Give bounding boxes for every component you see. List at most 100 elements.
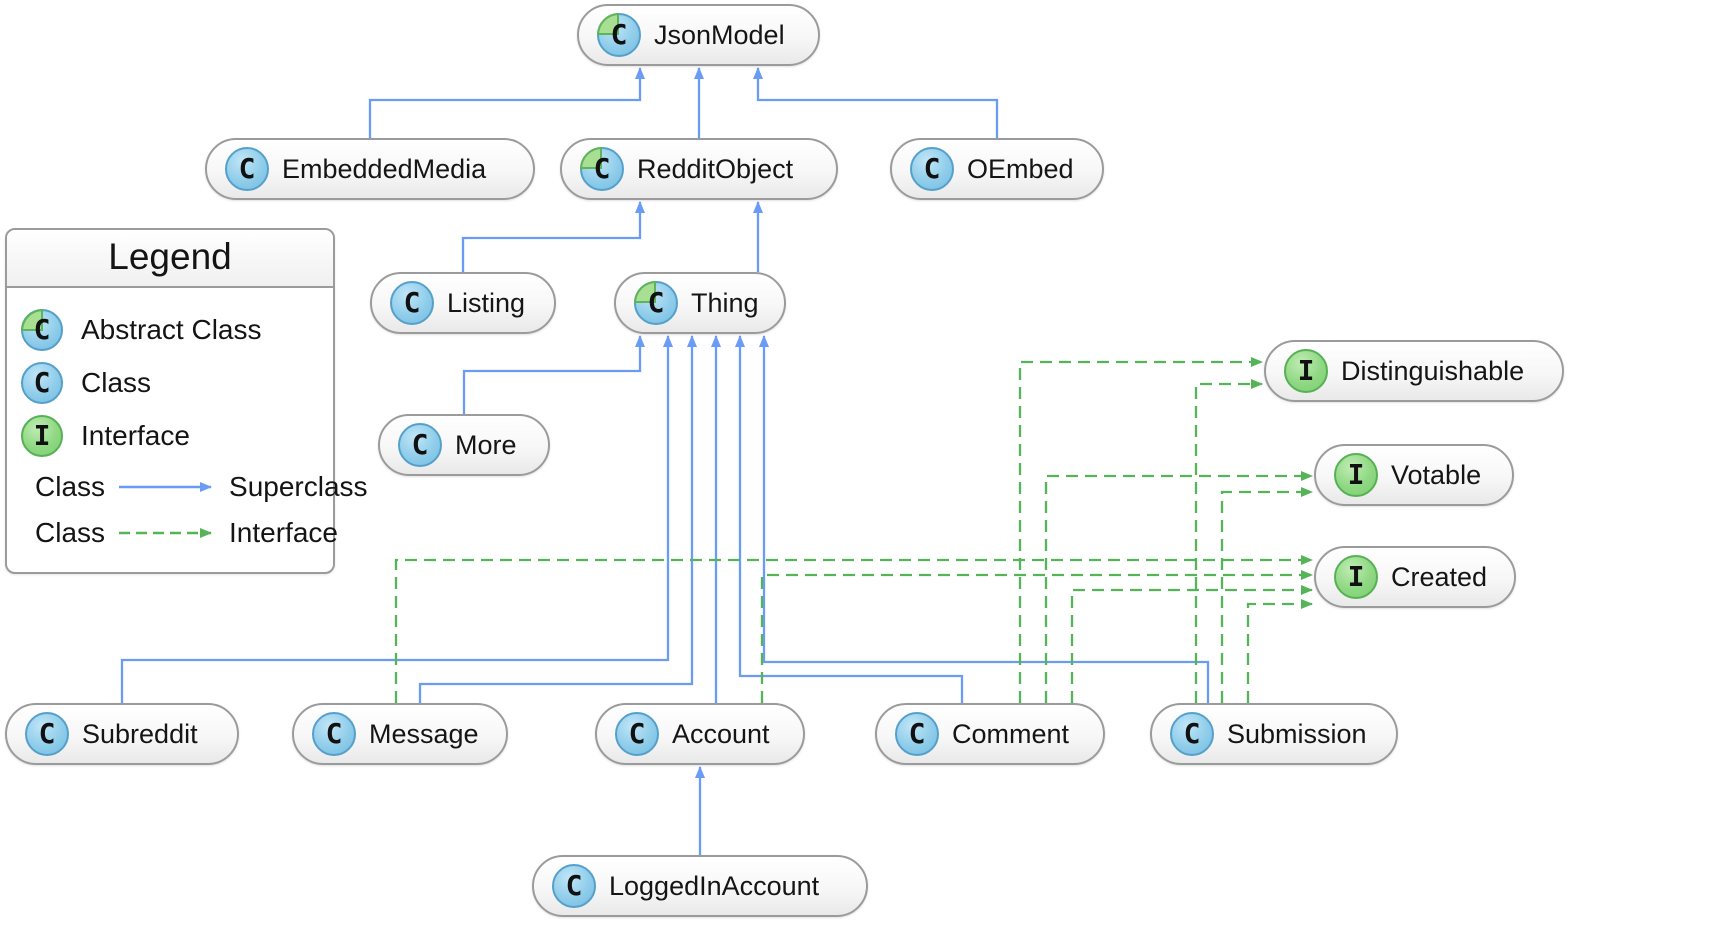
node-label: OEmbed bbox=[967, 153, 1074, 184]
abstract-class-icon-letter: C bbox=[33, 313, 51, 346]
class-node-subreddit: C Subreddit bbox=[5, 703, 239, 765]
interface-node-distinguishable: I Distinguishable bbox=[1264, 340, 1564, 402]
edge-oembed-to-jsonmodel bbox=[753, 67, 999, 138]
class-node-account: C Account bbox=[595, 703, 805, 765]
interface-arrow-icon bbox=[119, 528, 213, 538]
abstract-class-icon: C bbox=[21, 309, 63, 351]
interface-icon-letter: I bbox=[33, 419, 51, 452]
node-label: More bbox=[455, 429, 517, 460]
interface-icon-letter: I bbox=[1347, 458, 1365, 491]
class-icon: C bbox=[615, 712, 659, 756]
superclass-arrow-icon bbox=[119, 482, 213, 492]
class-icon: C bbox=[398, 423, 442, 467]
node-label: Listing bbox=[447, 287, 526, 318]
class-node-more: C More bbox=[378, 414, 550, 476]
legend-item-label: Interface bbox=[81, 420, 190, 451]
legend-relation-superclass: Class Superclass bbox=[21, 471, 368, 503]
class-icon-letter: C bbox=[403, 286, 421, 319]
node-label: Submission bbox=[1227, 718, 1367, 749]
edge-comment-to-votable bbox=[1044, 471, 1313, 703]
class-icon: C bbox=[25, 712, 69, 756]
node-label: RedditObject bbox=[637, 153, 794, 184]
abstract-icon-letter: C bbox=[593, 152, 611, 185]
node-label: Thing bbox=[691, 287, 759, 318]
legend-relation-interface: Class Interface bbox=[21, 517, 338, 549]
legend-item-label: Abstract Class bbox=[81, 314, 262, 345]
class-node-redditobject: C RedditObject bbox=[560, 138, 838, 200]
class-node-message: C Message bbox=[292, 703, 508, 765]
abstract-icon-letter: C bbox=[610, 18, 628, 51]
legend-relation-from: Class bbox=[35, 471, 106, 502]
legend-item-interface: I Interface bbox=[21, 415, 319, 457]
class-icon-letter: C bbox=[33, 366, 51, 399]
edge-message-to-thing bbox=[418, 335, 697, 703]
class-icon-letter: C bbox=[923, 152, 941, 185]
abstract-icon: C bbox=[597, 13, 641, 57]
class-icon: C bbox=[552, 864, 596, 908]
node-label: Votable bbox=[1391, 459, 1482, 490]
class-icon-letter: C bbox=[411, 428, 429, 461]
class-icon: C bbox=[1170, 712, 1214, 756]
edge-message-to-created bbox=[394, 555, 1313, 703]
node-label: Comment bbox=[952, 718, 1070, 749]
class-node-comment: C Comment bbox=[875, 703, 1105, 765]
class-icon-letter: C bbox=[238, 152, 256, 185]
legend: Legend C Abstract Class C Class I Interf… bbox=[5, 228, 368, 574]
legend-title: Legend bbox=[7, 230, 333, 288]
edge-comment-to-created bbox=[1070, 585, 1313, 703]
legend-relation-to: Interface bbox=[229, 517, 338, 548]
class-icon-letter: C bbox=[325, 717, 343, 750]
interface-icon-letter: I bbox=[1347, 560, 1365, 593]
legend-relation-to: Superclass bbox=[229, 471, 368, 502]
interface-icon: I bbox=[1334, 453, 1378, 497]
class-node-thing: C Thing bbox=[614, 272, 786, 334]
class-node-oembed: C OEmbed bbox=[890, 138, 1104, 200]
class-icon: C bbox=[390, 281, 434, 325]
legend-items: C Abstract Class C Class I Interface Cla… bbox=[7, 288, 368, 549]
edge-submission-to-thing bbox=[759, 335, 1210, 703]
legend-item-abstract-class: C Abstract Class bbox=[21, 309, 319, 351]
interface-icon-letter: I bbox=[1297, 354, 1315, 387]
class-icon: C bbox=[312, 712, 356, 756]
legend-item-class: C Class bbox=[21, 362, 319, 404]
abstract-icon: C bbox=[634, 281, 678, 325]
abstract-icon: C bbox=[580, 147, 624, 191]
class-icon-letter: C bbox=[565, 869, 583, 902]
class-icon-letter: C bbox=[628, 717, 646, 750]
node-label: Message bbox=[369, 718, 479, 749]
edge-comment-to-distinguishable bbox=[1018, 357, 1263, 703]
class-node-listing: C Listing bbox=[370, 272, 556, 334]
edge-more-to-thing bbox=[462, 335, 645, 414]
class-icon: C bbox=[895, 712, 939, 756]
class-icon: C bbox=[225, 147, 269, 191]
abstract-icon-letter: C bbox=[647, 286, 665, 319]
node-label: LoggedInAccount bbox=[609, 870, 820, 901]
node-label: Distinguishable bbox=[1341, 355, 1525, 386]
legend-item-label: Class bbox=[81, 367, 152, 398]
class-node-jsonmodel: C JsonModel bbox=[577, 4, 820, 66]
edge-embeddedmedia-to-jsonmodel bbox=[368, 67, 645, 138]
class-node-submission: C Submission bbox=[1150, 703, 1398, 765]
node-label: JsonModel bbox=[654, 19, 785, 50]
interface-icon: I bbox=[21, 415, 63, 457]
legend-relation-from: Class bbox=[35, 517, 106, 548]
interface-icon: I bbox=[1334, 555, 1378, 599]
edge-comment-to-thing bbox=[735, 335, 964, 703]
edge-account-to-created bbox=[760, 570, 1313, 703]
class-icon-letter: C bbox=[908, 717, 926, 750]
class-icon: C bbox=[21, 362, 63, 404]
interface-icon: I bbox=[1284, 349, 1328, 393]
edge-submission-to-distinguishable bbox=[1194, 379, 1263, 703]
node-label: Account bbox=[672, 718, 770, 749]
node-label: Subreddit bbox=[82, 718, 198, 749]
edge-submission-to-votable bbox=[1220, 487, 1313, 703]
edge-listing-to-redditobject bbox=[461, 201, 645, 272]
class-icon: C bbox=[910, 147, 954, 191]
class-icon-letter: C bbox=[1183, 717, 1201, 750]
class-icon-letter: C bbox=[38, 717, 56, 750]
interface-node-votable: I Votable bbox=[1314, 444, 1514, 506]
